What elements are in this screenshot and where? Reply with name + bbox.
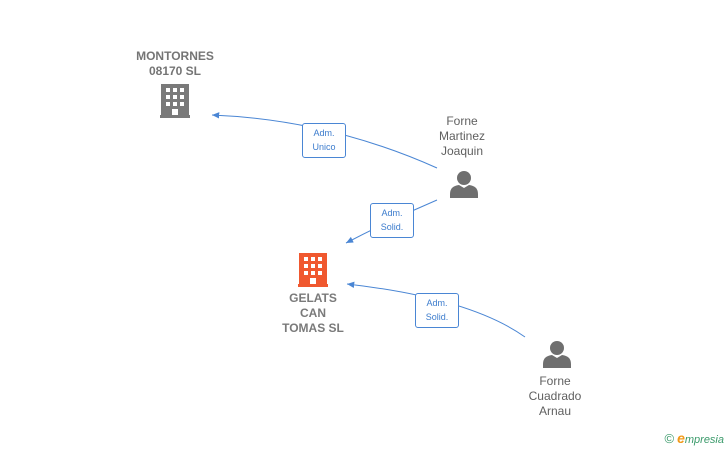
copyright-icon: ©	[664, 431, 675, 446]
company-label-montornes[interactable]: MONTORNES 08170 SL	[136, 49, 214, 78]
empresia-logo: ©empresia	[664, 430, 724, 446]
edge-label-adm-solid: Adm. Solid.	[415, 293, 459, 328]
person-label-martinez[interactable]: Forne Martinez Joaquin	[438, 114, 485, 158]
edge-label-adm-solid: Adm. Solid.	[370, 203, 414, 238]
edge-label-adm-unico: Adm. Unico	[302, 123, 346, 158]
person-label-cuadrado[interactable]: Forne Cuadrado Arnau	[528, 374, 582, 418]
person-icon[interactable]	[543, 341, 571, 368]
person-icon[interactable]	[450, 171, 478, 198]
building-icon[interactable]	[298, 253, 328, 287]
company-label-gelats[interactable]: GELATS CAN TOMAS SL	[282, 291, 344, 335]
building-icon[interactable]	[160, 84, 190, 118]
